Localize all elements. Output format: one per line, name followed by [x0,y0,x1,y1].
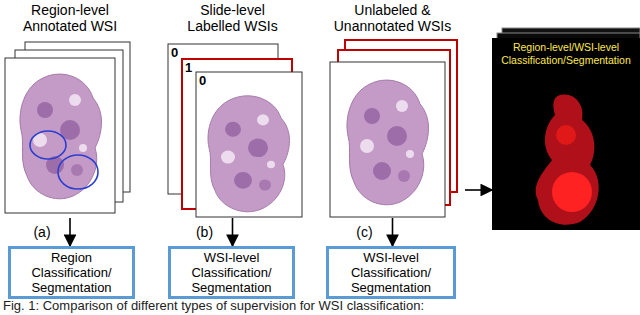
panel-letter: (c) [354,224,374,240]
tissue-image [20,74,102,199]
class-label: 0 [171,46,178,60]
flow-arrow [465,189,492,191]
slide-stack: Slide-level Labelled WSIs [160,2,305,218]
panel-heading: Region-level Annotated WSI [10,2,130,34]
region-annotation [58,155,98,189]
annotated-slide-stack [5,42,130,213]
flow-arrow [69,218,71,246]
predicted-region [536,95,599,225]
predicted-region [552,172,592,212]
tissue-image [208,96,290,212]
task-box: WSI-level Classification/ Segmentation [326,246,456,299]
prediction-map-stack [492,28,640,230]
figure-caption: Fig. 1: Comparison of different types of… [3,299,424,313]
task-box: WSI-level Classification/ Segmentation [168,246,295,299]
prediction-map: Region-level/WSI-level Classification/Se… [492,38,640,230]
map-frame [492,38,640,230]
panel-letter: (a) [31,224,52,240]
region-annotation [30,131,66,159]
unlabelled-slide-stack [330,40,457,217]
panel-letter: (b) [194,224,215,240]
tissue-image [347,80,429,205]
panel-heading: Slide-level Labelled WSIs [178,2,288,34]
panel-heading: Unlabeled & Unannotated WSIs [325,2,460,34]
slide-frame [196,72,302,217]
task-box: Region Classification/ Segmentation [8,246,135,299]
node-label: WSI-level Classification/ Segmentation [174,250,289,295]
node-label: Region-level/WSI-level Classification/Se… [492,38,640,67]
node-label: Region Classification/ Segmentation [14,250,129,295]
predicted-region [556,125,576,145]
flow-arrow [392,218,394,246]
labelled-slide-stack [168,44,302,217]
slide-stack: Region-level Annotated WSI [0,2,140,218]
class-label: 0 [199,74,206,88]
flow-arrow [232,218,234,246]
node-label: WSI-level Classification/ Segmentation [332,250,450,295]
slide-frame [5,58,115,213]
class-label: 1 [185,61,192,75]
slide-frame [330,62,445,217]
slide-stack: Unlabeled & Unannotated WSIs [320,2,465,218]
